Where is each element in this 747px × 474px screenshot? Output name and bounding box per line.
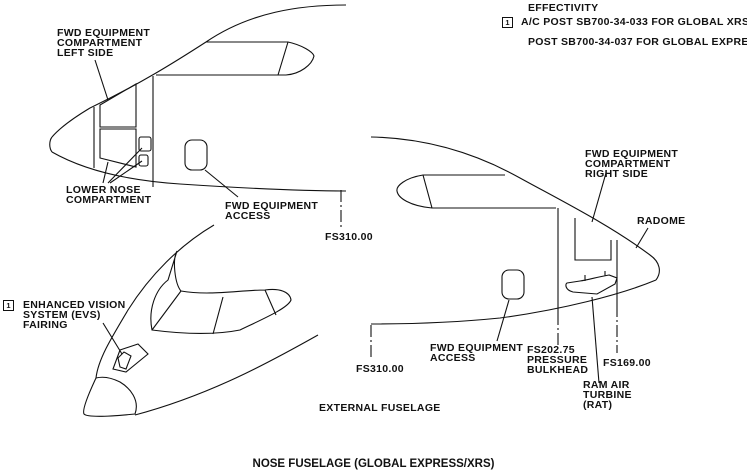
label-fwd-equipment-right-side: FWD EQUIPMENT COMPARTMENT RIGHT SIDE — [585, 148, 679, 180]
leader-radome — [635, 227, 649, 249]
left-fuselage-lower-outline — [51, 151, 347, 192]
left-side-view — [49, 4, 347, 228]
leader-left-access — [204, 169, 239, 198]
label-fs169: FS169.00 — [603, 357, 651, 369]
effectivity-line-1: A/C POST SB700-34-033 FOR GLOBAL XRS — [521, 16, 747, 28]
right-side-view — [370, 136, 660, 384]
leader-rat — [591, 296, 600, 384]
label-evs-fairing: ENHANCED VISION SYSTEM (EVS) FAIRING — [23, 299, 126, 331]
label-fwd-equipment-access-right: FWD EQUIPMENT ACCESS — [430, 342, 524, 364]
label-pressure-bulkhead: FS202.75 PRESSURE BULKHEAD — [527, 344, 589, 376]
right-windshield — [396, 174, 556, 209]
external-fuselage-view — [83, 224, 319, 417]
label-fs310-left: FS310.00 — [325, 231, 373, 243]
left-fwd-access-door — [184, 139, 208, 171]
label-fwd-equipment-left-side: FWD EQUIPMENT COMPARTMENT LEFT SIDE — [57, 27, 151, 59]
leader-right-access — [496, 299, 510, 342]
figure-title: NOSE FUSELAGE (GLOBAL EXPRESS/XRS) — [252, 458, 495, 470]
rat-door — [565, 271, 618, 295]
right-fwd-access-door — [501, 269, 525, 300]
right-fuselage-upper-outline — [370, 136, 660, 281]
effectivity-heading: EFFECTIVITY — [528, 2, 599, 14]
label-lower-nose-compartment: LOWER NOSE COMPARTMENT — [66, 184, 152, 206]
left-windshield — [156, 41, 315, 76]
leader-lower-nose — [102, 147, 143, 184]
iso-lower-outline — [134, 334, 319, 416]
leader-left-side — [94, 59, 109, 101]
leader-right-side — [591, 172, 607, 223]
effectivity-line-2: POST SB700-34-037 FOR GLOBAL EXPRESS — [528, 36, 747, 48]
iso-radome — [83, 376, 137, 417]
evs-fairing — [112, 343, 149, 373]
left-equipment-door-upper — [99, 83, 137, 128]
label-fwd-equipment-access-left: FWD EQUIPMENT ACCESS — [225, 200, 319, 222]
label-external-fuselage: EXTERNAL FUSELAGE — [319, 402, 441, 414]
label-radome: RADOME — [637, 215, 686, 227]
leader-evs — [102, 322, 123, 355]
lower-nose-door-lower — [138, 154, 149, 167]
effectivity-badge: 1 — [502, 17, 513, 28]
left-equipment-door-lower — [99, 128, 137, 168]
lower-nose-door-upper — [138, 136, 152, 152]
right-fuselage-lower-outline — [370, 279, 657, 325]
iso-windshield — [150, 250, 292, 335]
label-ram-air-turbine: RAM AIR TURBINE (RAT) — [583, 379, 632, 411]
left-nose-tip — [49, 136, 53, 153]
label-fs310-right: FS310.00 — [356, 363, 404, 375]
right-equipment-door — [574, 218, 612, 261]
iso-upper-outline — [95, 224, 215, 379]
left-fuselage-upper-outline — [51, 4, 347, 138]
evs-badge: 1 — [3, 300, 14, 311]
